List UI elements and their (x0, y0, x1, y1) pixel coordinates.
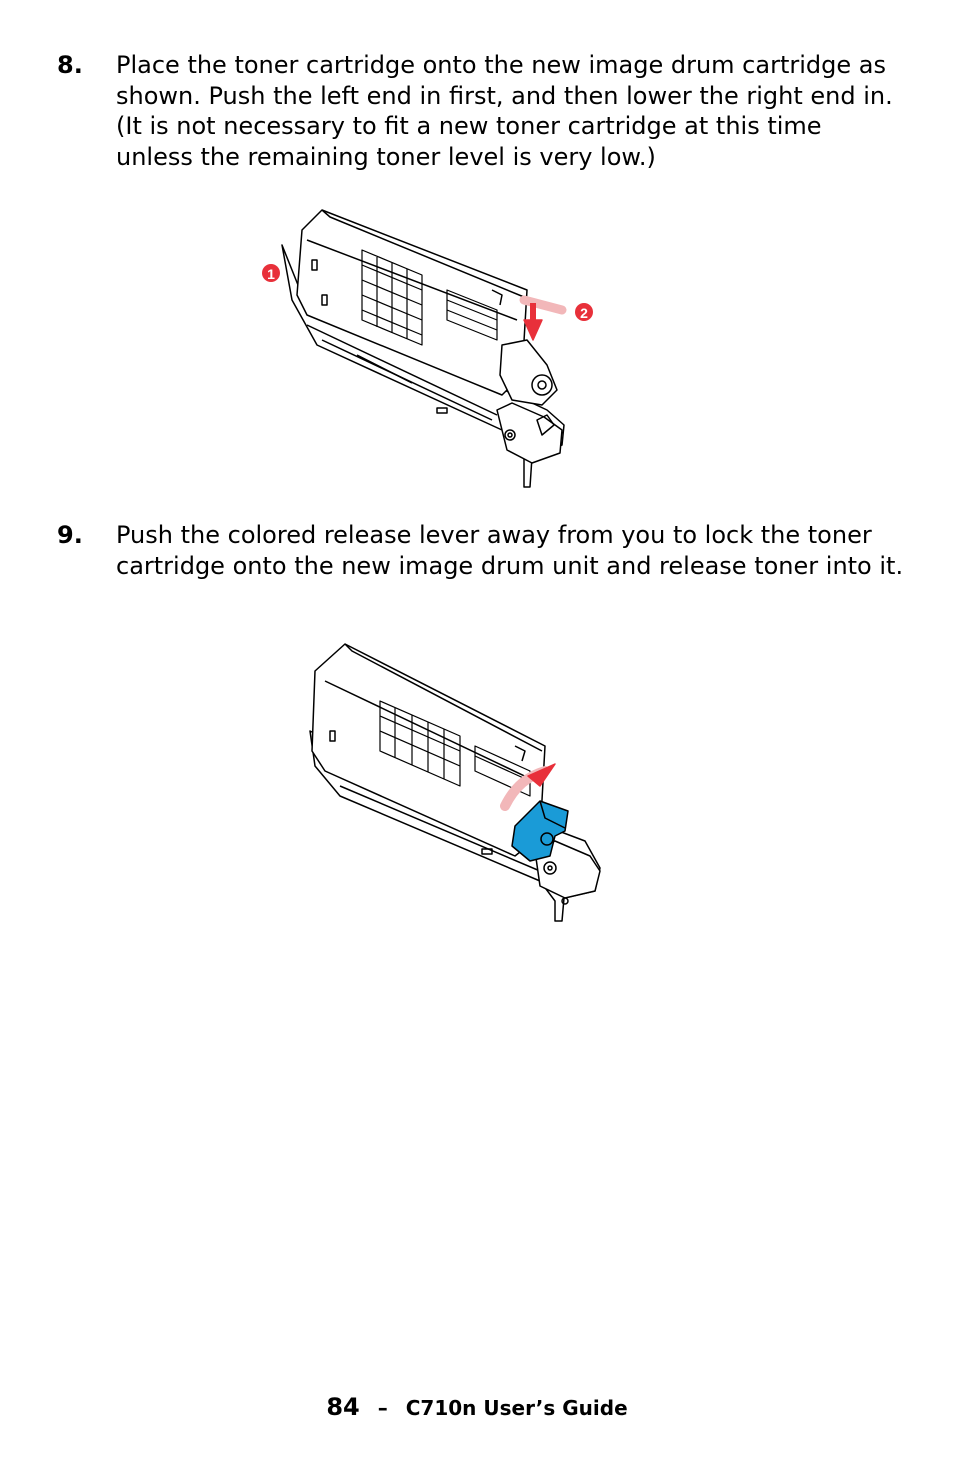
step-number: 8. (57, 51, 83, 79)
page-number: 84 (326, 1393, 360, 1421)
release-lever-illustration (309, 643, 601, 922)
callout-1: 1 (267, 266, 275, 282)
guide-title: C710n User’s Guide (405, 1396, 628, 1420)
step-instruction: Place the toner cartridge onto the new i… (116, 51, 893, 171)
callout-2: 2 (580, 305, 588, 321)
toner-on-drum-illustration: 1 2 (262, 209, 593, 488)
footer-separator: – (377, 1396, 388, 1420)
step-instruction: Push the colored release lever away from… (116, 521, 904, 580)
step-number: 9. (57, 521, 83, 549)
page-footer: 84–C710n User’s Guide (0, 1393, 954, 1421)
